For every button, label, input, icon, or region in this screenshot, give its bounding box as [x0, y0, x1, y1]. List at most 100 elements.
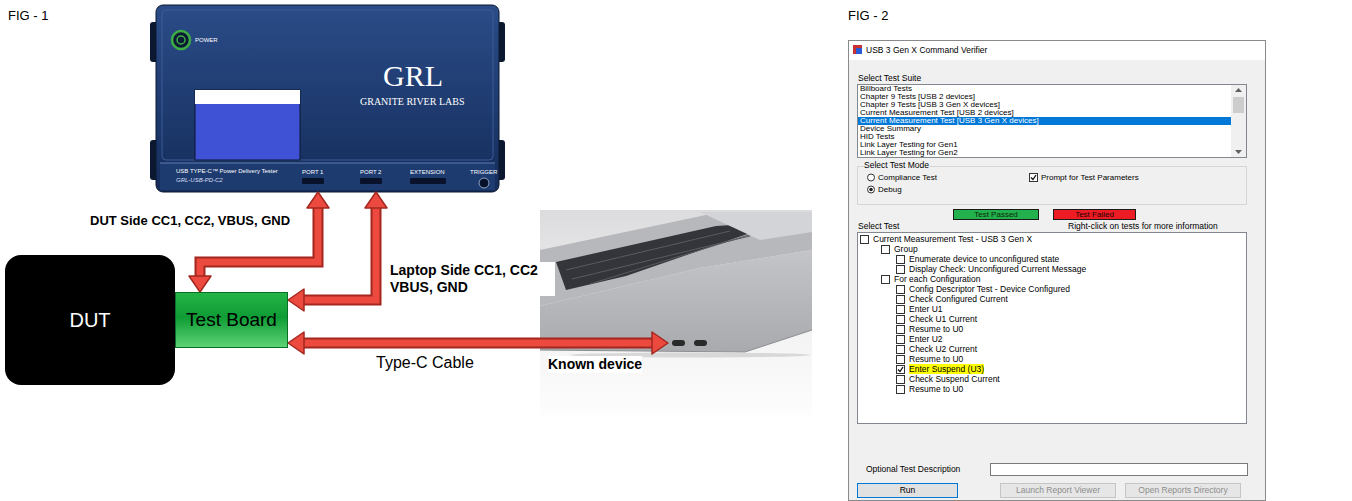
arrow-head: [652, 332, 668, 354]
model-number: GRL-USB-PD-C2: [176, 177, 223, 184]
tester-illustration-part: [160, 163, 495, 190]
list-item: Current Measurement Test [USB 3 Gen X de…: [860, 117, 1039, 125]
app-window-chrome-part: [856, 48, 862, 54]
button-label: Launch Report Viewer: [1016, 484, 1100, 497]
app-window-chrome-part: [858, 167, 1247, 205]
app-window-chrome-part: [897, 306, 905, 314]
laptop-illustration-part: [694, 340, 707, 346]
tester-illustration-part: [162, 10, 493, 160]
signal-arrow: [189, 192, 329, 292]
app-window-chrome-part: [991, 464, 1248, 476]
app-window-chrome-part: [849, 41, 1266, 501]
app-window-chrome-part: [868, 174, 875, 181]
tree-item: Check U1 Current: [909, 314, 977, 324]
laptop-illustration: [540, 210, 812, 415]
tree-item: Config Descriptor Test - Device Configur…: [909, 284, 1070, 294]
arrow-outline: [301, 205, 376, 300]
tester-illustration: [150, 5, 505, 192]
app-window: USB 3 Gen X Command VerifierBillboard Te…: [848, 40, 1266, 501]
tester-illustration-part: [160, 163, 495, 164]
app-window-chrome-part: [882, 276, 890, 284]
app-window-chrome-part: [897, 266, 905, 274]
app-window-chrome-part: [1233, 97, 1244, 113]
app-window-chrome-part: [898, 367, 903, 372]
port-label: EXTENSION: [410, 169, 445, 176]
arrow-outline: [301, 338, 655, 349]
app-window-chrome-part: [897, 286, 905, 294]
run-button: Run: [857, 483, 958, 498]
port-label: TRIGGER: [470, 169, 497, 176]
app-window-chrome-part: [897, 326, 905, 334]
app-window-chrome-part: [1235, 88, 1242, 92]
app-window-chrome-part: [1231, 85, 1246, 157]
tree-item: Display Check: Unconfigured Current Mess…: [909, 264, 1086, 274]
signal-arrow: [288, 192, 387, 311]
tester-device: GRLGRANITE RIVER LABS: [155, 5, 500, 192]
list-item: Chapter 9 Tests [USB 2 devices]: [860, 93, 975, 101]
test-mode-group: Select Test ModeCompliance TestDebugProm…: [857, 161, 1247, 205]
app-window-chrome-part: [853, 45, 862, 54]
list-item: HID Tests: [860, 133, 895, 141]
app-window-chrome-part: [897, 376, 905, 384]
laptop: Known device: [668, 212, 812, 410]
figure-label: FIG - 1: [8, 8, 48, 23]
list-item: Current Measurement Test [USB 2 devices]: [860, 109, 1014, 117]
app-window-chrome-part: [869, 188, 873, 192]
app-window-chrome-part: [849, 41, 1265, 60]
tester-illustration-part: [177, 36, 185, 44]
laptop-illustration-part: [745, 330, 812, 352]
status-failed: Test Failed: [1053, 209, 1136, 220]
app-window-chrome-part: [897, 336, 905, 344]
tree-item: Resume to U0: [909, 324, 963, 334]
field-label: Select Test: [858, 221, 899, 231]
arrow-body: [301, 205, 376, 300]
tester-illustration-part: [360, 178, 382, 184]
app-window-chrome-part: [882, 246, 890, 254]
tree-item: Enter Suspend (U3): [909, 364, 984, 374]
list-item: Link Layer Testing for Gen1: [860, 141, 958, 149]
radio-label: Compliance Test: [878, 173, 937, 182]
status-label: Test Failed: [1075, 210, 1114, 219]
app-window-chrome-part: [897, 296, 905, 304]
arrow-head: [189, 276, 211, 292]
brand-logo: GRL: [383, 60, 443, 92]
tree-item: Enter U1: [909, 304, 943, 314]
laptop-illustration-part: [700, 212, 812, 240]
test-tree: Current Measurement Test - USB 3 Gen XGr…: [857, 232, 1247, 424]
signal-arrow: [288, 332, 668, 354]
button-label: Open Reports Directory: [1138, 484, 1227, 497]
laptop-illustration-part: [672, 340, 685, 346]
dut-box: DUT: [5, 255, 175, 385]
edge-label: Laptop Side CC1, CC2 VBUS, GND: [390, 262, 555, 296]
status-label: Test Passed: [974, 210, 1018, 219]
group-heading: Select Test Mode: [864, 161, 929, 170]
tree-item: Check U2 Current: [909, 344, 977, 354]
laptop-illustration-part: [540, 210, 812, 415]
tree-item: Group: [894, 244, 918, 254]
app-window-chrome-part: [897, 386, 905, 394]
port-label: PORT 1: [302, 169, 323, 176]
tree-item: Current Measurement Test - USB 3 Gen X: [873, 234, 1032, 244]
laptop-illustration-part: [566, 231, 730, 270]
device-marking: POWER: [195, 36, 218, 44]
app-window-chrome-part: [897, 366, 905, 374]
list-item: Chapter 9 Tests [USB 3 Gen X devices]: [860, 101, 1000, 109]
app-window-chrome-part: [858, 233, 1247, 424]
edge-label: Type-C Cable: [376, 353, 474, 372]
laptop-illustration-part: [540, 250, 812, 352]
app-window-chrome-part: [868, 186, 875, 193]
tester-illustration-part: [302, 178, 324, 184]
tree-item: Check Configured Current: [909, 294, 1008, 304]
tree-item: Resume to U0: [909, 354, 963, 364]
app-window-chrome-part: [858, 85, 1247, 158]
device-caption: Known device: [548, 356, 642, 373]
tree-item: Enter U2: [909, 334, 943, 344]
app-window-chrome-part: [1030, 174, 1038, 182]
status-passed: Test Passed: [953, 209, 1039, 220]
button-label: Run: [900, 484, 916, 497]
device-marking: USB TYPE-C™ Power Delivery Tester: [176, 168, 278, 175]
app-window-chrome-part: [861, 236, 869, 244]
app-window-chrome-part: [897, 346, 905, 354]
list-item: Link Layer Testing for Gen2: [860, 149, 958, 157]
